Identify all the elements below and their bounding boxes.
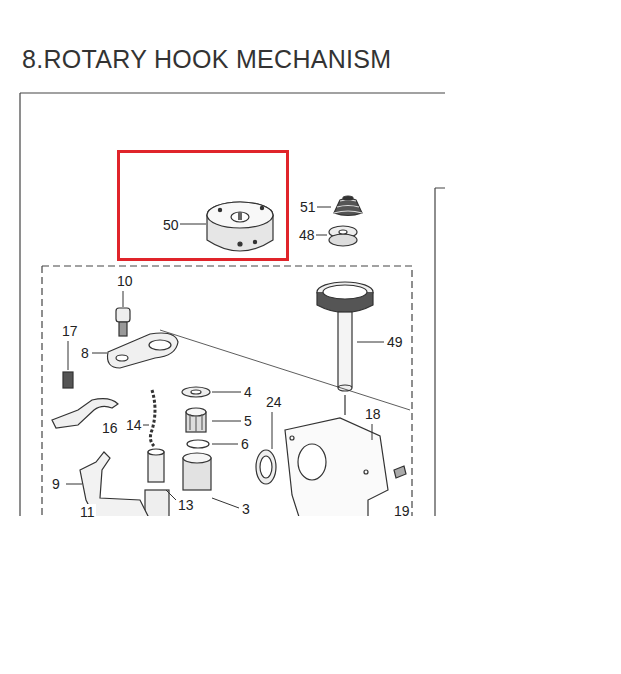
callout-number: 51 [299,199,317,215]
callout-number: 50 [162,217,180,233]
callout-number: 4 [243,384,253,400]
callout-number: 14 [125,417,143,433]
callout-number: 16 [101,420,119,436]
page-title: 8.ROTARY HOOK MECHANISM [22,44,391,74]
callout-number: 5 [243,413,253,429]
callout-number: 24 [265,394,283,410]
highlight-box: 50 [117,150,289,261]
callout-number: 19 [393,503,411,519]
callout-number: 9 [51,476,61,492]
callout-number: 3 [241,501,251,517]
callout-number: 17 [61,323,79,339]
callout-number: 48 [298,227,316,243]
callout-number: 10 [116,273,134,289]
callout-number: 11 [79,504,96,520]
callout-number: 13 [177,497,195,513]
callout-number: 6 [240,436,250,452]
callout-number: 49 [386,334,404,350]
callout-number: 18 [364,406,382,422]
callout-number: 8 [80,345,90,361]
